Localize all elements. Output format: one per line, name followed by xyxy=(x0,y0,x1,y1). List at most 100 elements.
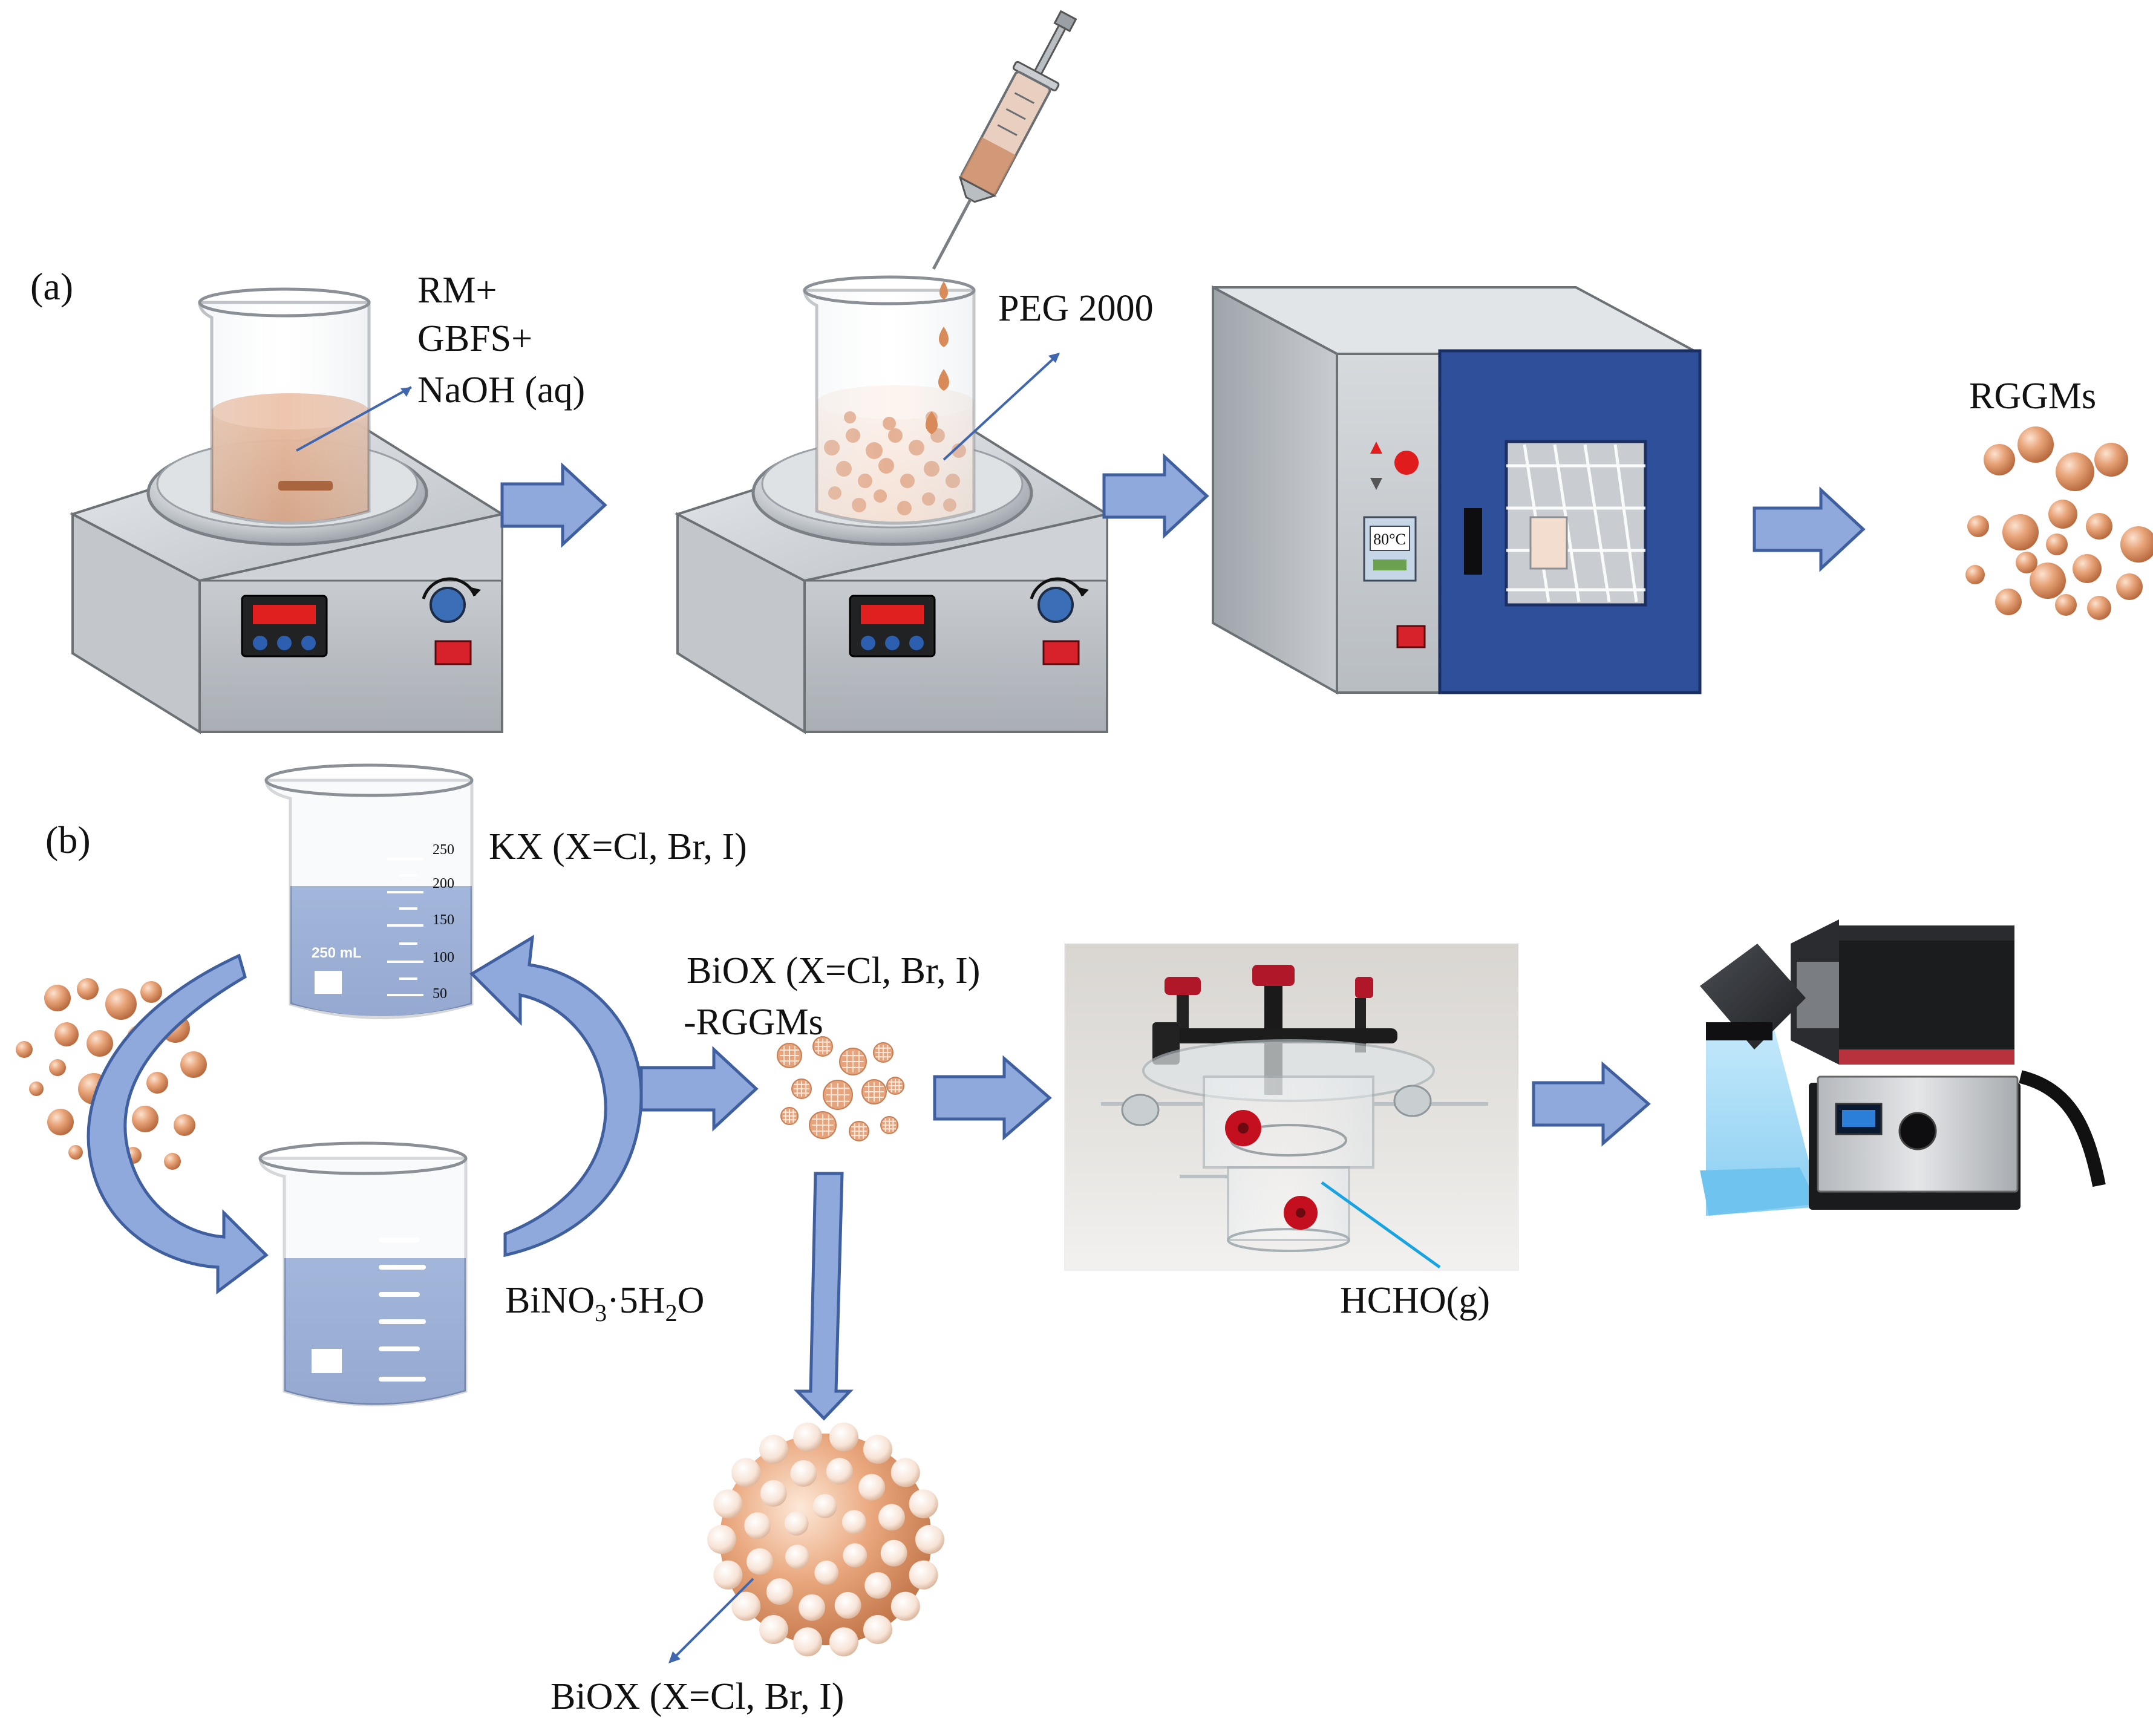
gas-text: HCHO(g) xyxy=(1340,1280,1490,1321)
biox-nanoparticle xyxy=(799,1594,826,1621)
biox-nanoparticle xyxy=(793,1422,823,1452)
flow-arrow-a2 xyxy=(1102,453,1209,539)
flow-arrow-b2 xyxy=(933,1055,1052,1141)
biox-nanoparticle xyxy=(858,1473,886,1501)
rggm-particle xyxy=(77,978,99,1000)
biox-nanoparticle xyxy=(744,1512,771,1539)
rggm-particle xyxy=(2055,594,2077,616)
kx-text: KX (X=Cl, Br, I) xyxy=(489,826,747,867)
biox-nanoparticle xyxy=(759,1435,788,1464)
flow-arrow-b1 xyxy=(639,1046,759,1132)
biox-nanoparticle xyxy=(713,1489,743,1519)
product-text: RGGMs xyxy=(1969,376,2096,417)
rggm-particle xyxy=(29,1082,44,1096)
kx-beaker: 250 200 150 100 50 250 mL xyxy=(264,763,474,1019)
rggm-particle xyxy=(174,1114,195,1136)
rggm-particle xyxy=(1984,444,2015,475)
panel-b: (b) 250 200 150 100 50 250 mL xyxy=(16,763,2106,1717)
pointer-line-3 xyxy=(670,1578,754,1662)
rggm-particle xyxy=(16,1041,33,1058)
biox-nanoparticle xyxy=(784,1511,809,1536)
oven-handle xyxy=(1464,508,1482,575)
rggm-particle xyxy=(2086,513,2112,540)
beaker-2 xyxy=(803,275,976,525)
biox-nanoparticle xyxy=(814,1561,839,1585)
pointer-line-1 xyxy=(296,386,412,452)
biox-nanoparticle xyxy=(826,1458,853,1485)
rggm-particle xyxy=(49,1059,66,1076)
bismuth-nitrate-beaker xyxy=(258,1141,468,1406)
rggm-particle xyxy=(68,1145,83,1160)
biox-nanoparticle xyxy=(915,1525,944,1554)
biox-nanoparticle xyxy=(731,1458,761,1487)
rggm-particle xyxy=(2087,596,2111,620)
biox-nanoparticle xyxy=(909,1489,938,1519)
biox-nanoparticle xyxy=(713,1560,743,1590)
rggm-particle xyxy=(2048,500,2077,529)
rggm-particle xyxy=(54,1022,79,1046)
reagent-text-3: NaOH (aq) xyxy=(417,370,585,411)
rggm-particle xyxy=(2073,554,2102,583)
bismuth-nitrate-text: BiNO3·5H2O xyxy=(505,1280,704,1326)
power-switch-icon xyxy=(434,640,472,665)
curved-arrow-up xyxy=(469,935,643,1258)
reagent-text-1: RM+ xyxy=(417,270,497,311)
rggm-particle xyxy=(164,1153,181,1170)
rggm-particle xyxy=(180,1051,207,1078)
rggm-particle-cluster xyxy=(1965,426,2153,620)
tick-150: 150 xyxy=(433,912,454,928)
pointer-line-2 xyxy=(943,353,1060,461)
biox-coated-particle xyxy=(707,1422,944,1657)
rggm-particle xyxy=(87,1030,113,1057)
biox-nanoparticle xyxy=(880,1539,907,1567)
rggm-particle xyxy=(1967,515,1989,537)
biox-nanoparticle xyxy=(863,1615,892,1644)
reactor-photo xyxy=(1064,943,1519,1271)
flow-arrow-down xyxy=(794,1172,854,1421)
rggm-particle xyxy=(1965,565,1985,584)
biox-nanoparticle xyxy=(731,1591,761,1621)
biox-nanoparticle xyxy=(793,1627,823,1657)
drying-oven: 80°C xyxy=(1212,285,1702,695)
beaker-1 xyxy=(198,287,371,525)
oven-indicator-light xyxy=(1394,451,1419,475)
biox-nanoparticle xyxy=(766,1578,793,1605)
biox-rggm-particle-cluster xyxy=(777,1036,904,1141)
syringe-icon xyxy=(932,10,1077,270)
biox-nanoparticle xyxy=(863,1435,892,1464)
oven-temperature-text: 80°C xyxy=(1373,530,1406,548)
biox-nanoparticle xyxy=(760,1480,787,1507)
biox-nanoparticle xyxy=(790,1460,817,1487)
tick-200: 200 xyxy=(433,876,454,892)
tick-50: 50 xyxy=(433,986,447,1002)
biox-nanoparticle xyxy=(890,1458,920,1487)
power-switch-icon xyxy=(1042,640,1080,665)
flow-arrow-b3 xyxy=(1532,1061,1651,1147)
rggm-particle xyxy=(44,985,71,1011)
knob-icon xyxy=(1037,587,1074,623)
composite-text-1: BiOX (X=Cl, Br, I) xyxy=(687,950,980,991)
biox-nanoparticle xyxy=(834,1592,861,1619)
rggm-particle xyxy=(146,1072,168,1094)
oven-switch-icon xyxy=(1396,625,1426,648)
panel-a-label: (a) xyxy=(30,265,73,308)
rggm-particle xyxy=(2046,534,2068,555)
rggm-particle xyxy=(2116,573,2143,600)
biox-nanoparticle xyxy=(842,1510,866,1535)
flow-arrow-a1 xyxy=(500,462,607,548)
reagent-text-2: GBFS+ xyxy=(417,318,532,359)
rggm-particle xyxy=(2016,552,2037,573)
rggm-particle xyxy=(140,981,162,1003)
biox-nanoparticle xyxy=(785,1544,809,1569)
additive-text: PEG 2000 xyxy=(998,288,1154,329)
biox-nanoparticle xyxy=(747,1548,773,1575)
rggm-particle xyxy=(132,1106,158,1132)
composite-text-2: -RGGMs xyxy=(684,1002,823,1043)
tick-250: 250 xyxy=(433,842,454,858)
flow-arrow-a3 xyxy=(1753,486,1866,572)
biox-nanoparticle xyxy=(812,1494,837,1518)
rggm-particle xyxy=(2017,426,2054,463)
rggm-particle xyxy=(2094,443,2128,477)
rggm-particle xyxy=(1995,589,2022,615)
